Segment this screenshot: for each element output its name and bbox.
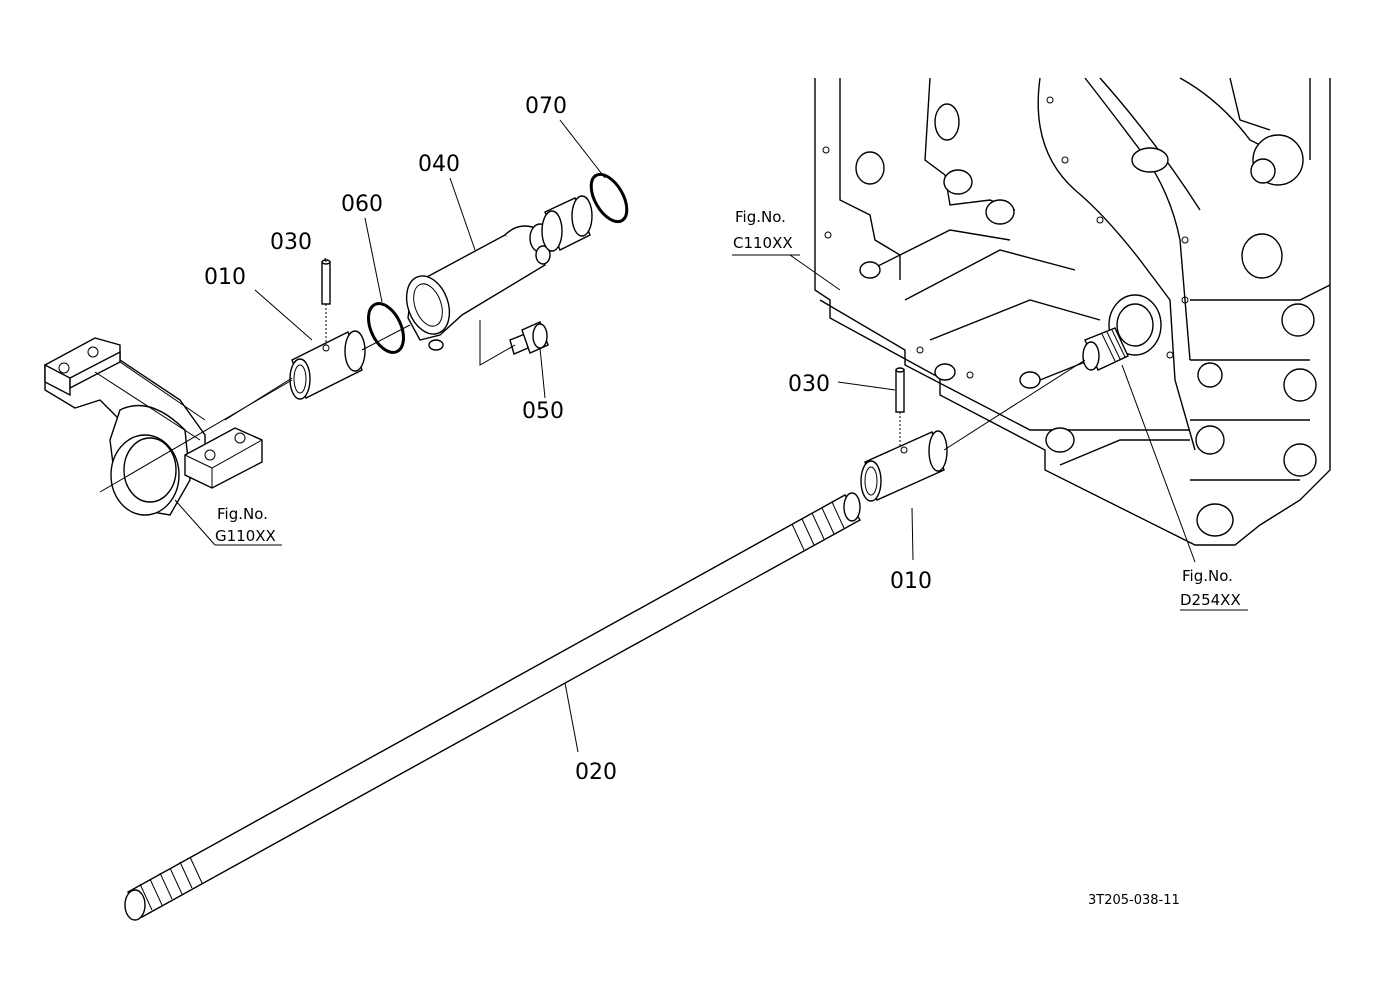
fig-ref-c110-code: C110XX — [733, 234, 793, 252]
fig-ref-c110-label: Fig.No. — [735, 208, 786, 226]
o-ring-060 — [367, 302, 405, 354]
callout-020: 020 — [575, 760, 617, 785]
shaft-spline-right — [791, 501, 845, 551]
fig-ref-d254-code: D254XX — [1180, 591, 1241, 609]
callout-010-left: 010 — [204, 265, 246, 290]
shaft-spline-left — [139, 856, 203, 911]
leader-lines — [174, 119, 1248, 753]
shaft-020 — [124, 492, 861, 921]
bolt-050 — [479, 320, 549, 366]
pin-030-right — [895, 367, 905, 448]
bushing-010-left — [289, 330, 366, 400]
drawing-id: 3T205-038-11 — [1088, 893, 1180, 908]
fig-ref-g110-label: Fig.No. — [217, 505, 268, 523]
fig-ref-g110-code: G110XX — [215, 527, 276, 545]
callout-030-left: 030 — [270, 230, 312, 255]
case-output-bearing — [1082, 294, 1162, 371]
housing-040 — [405, 223, 551, 351]
fig-ref-d254-label: Fig.No. — [1182, 567, 1233, 585]
callout-040: 040 — [418, 152, 460, 177]
end-cap — [541, 195, 593, 252]
bushing-010-right — [860, 430, 948, 502]
pin-030-left — [321, 259, 331, 345]
callout-010-right: 010 — [890, 569, 932, 594]
callout-050: 050 — [522, 399, 564, 424]
callout-070: 070 — [525, 94, 567, 119]
pto-bracket — [44, 337, 263, 516]
transmission-case — [814, 77, 1331, 546]
assembly-lines — [99, 324, 1086, 493]
case-bolt-holes — [822, 96, 1189, 379]
o-ring-070 — [589, 172, 629, 224]
callout-030-right: 030 — [788, 372, 830, 397]
callout-060: 060 — [341, 192, 383, 217]
